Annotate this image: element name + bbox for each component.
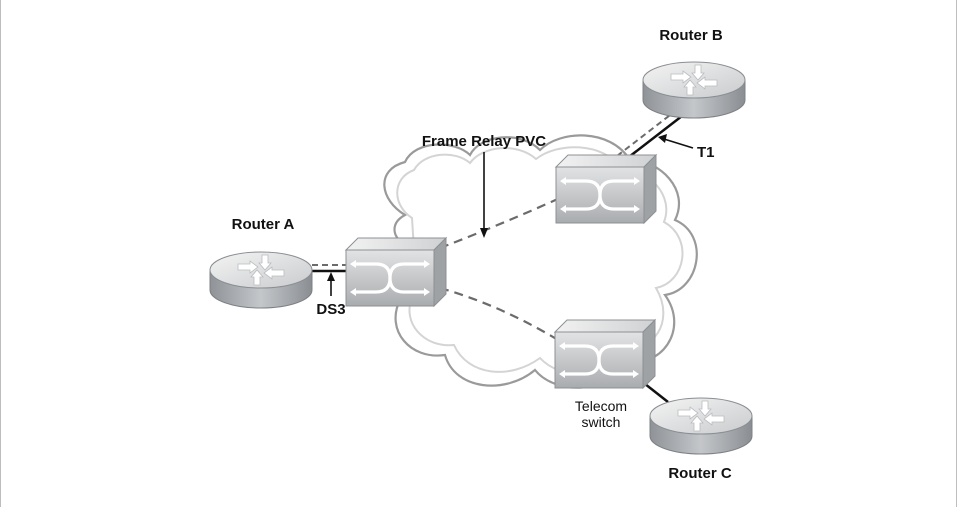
telecom-switch-c-icon[interactable] bbox=[553, 318, 657, 390]
telecom-switch-b-icon[interactable] bbox=[554, 153, 658, 225]
router-a-label: Router A bbox=[232, 216, 295, 233]
telecom-switch-label-line1: Telecom bbox=[575, 398, 627, 414]
pvc-link-to-switch-c bbox=[439, 286, 559, 341]
router-a-icon[interactable] bbox=[209, 251, 313, 309]
telecom-switch-a-icon[interactable] bbox=[344, 236, 448, 308]
router-b-label: Router B bbox=[659, 27, 723, 44]
t1-label: T1 bbox=[697, 144, 715, 161]
telecom-switch-label-line2: switch bbox=[582, 414, 621, 430]
router-c-icon[interactable] bbox=[649, 397, 753, 455]
pvc-arrow bbox=[480, 152, 488, 238]
router-b-icon[interactable] bbox=[642, 61, 746, 119]
pvc-link-to-switch-b bbox=[439, 196, 561, 250]
ds3-label: DS3 bbox=[316, 301, 345, 318]
t1-arrow bbox=[658, 134, 694, 149]
link-router-a-to-switch bbox=[312, 264, 350, 273]
frame-relay-pvc-label: Frame Relay PVC bbox=[422, 133, 546, 150]
link-switch-b-to-router-b bbox=[616, 111, 683, 161]
router-c-label: Router C bbox=[668, 465, 732, 482]
ds3-arrow bbox=[327, 272, 335, 296]
